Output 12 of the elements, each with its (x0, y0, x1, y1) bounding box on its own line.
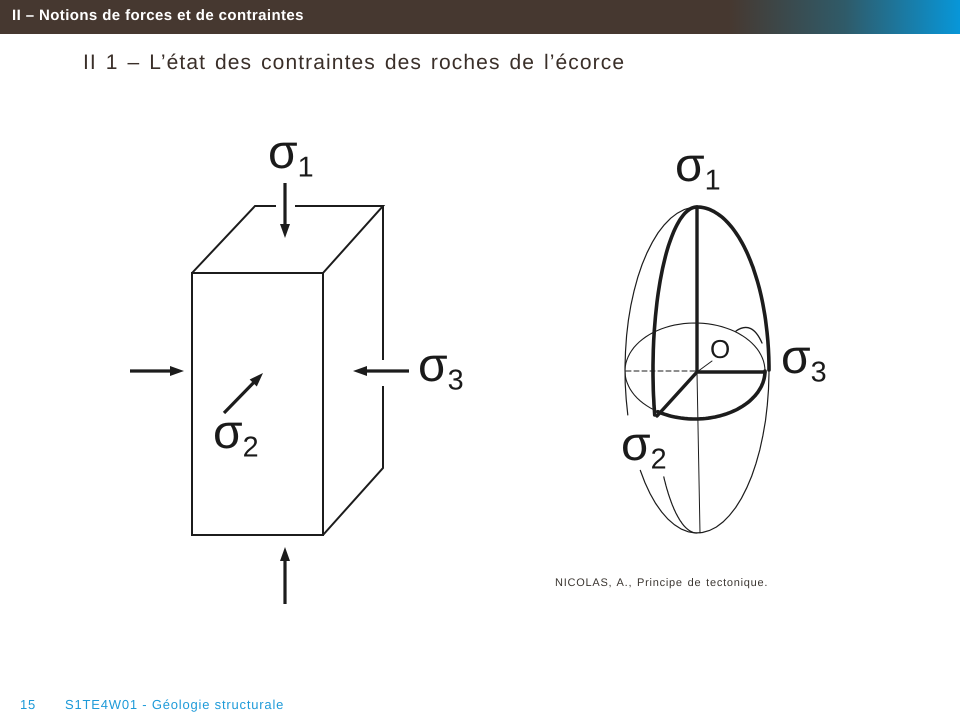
stress-symbol: σ$_{2}$ (621, 421, 667, 474)
stress-symbol: σ$_{2}$ (213, 409, 259, 462)
slide-title: II 1 – L’état des contraintes des roches de l’écorce (83, 50, 626, 76)
stress-symbol: σ$_{1}$ (268, 129, 314, 182)
source-citation: NICOLAS, A., Principe de tectonique. (555, 576, 768, 590)
page-number: 15 (20, 697, 36, 713)
stress-symbol: σ$_{3}$ (418, 342, 464, 396)
stress-symbol: σ$_{1}$ (675, 142, 721, 196)
stress-symbol: σ$_{3}$ (781, 334, 827, 388)
section-heading: II – Notions de forces et de contraintes (12, 7, 304, 25)
origin-label: O (710, 336, 730, 362)
course-footer: S1TE4W01 - Géologie structurale (65, 697, 284, 713)
